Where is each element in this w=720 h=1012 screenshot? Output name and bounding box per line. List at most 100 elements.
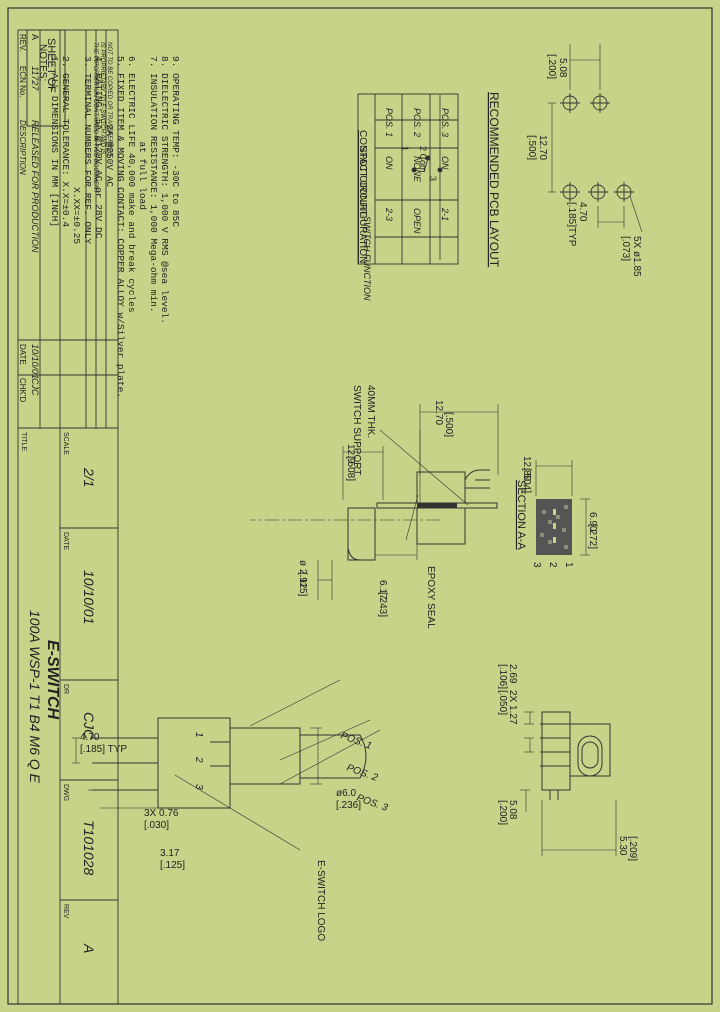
side-dim-1270: 12.70: [433, 400, 444, 425]
pcb-dim-470-in: [.185]TYP: [566, 202, 577, 247]
notes-header: NOTES:: [37, 44, 48, 81]
right-dim-269: 2.69: [507, 664, 518, 684]
pcb-dim-470: 4.70: [577, 202, 588, 222]
note-line-6: 2A @250V AC: [104, 56, 115, 187]
front-dim-076: 3X 0.76: [144, 808, 179, 819]
dr-value: CJC: [81, 712, 97, 740]
side-dim-129: 12.9: [345, 444, 356, 464]
sheet-of-text: SHEET OF: [45, 38, 57, 93]
notes-block: NOTES: 1. ALL DIMENSIONS IN MM [INCH] 2.…: [37, 44, 181, 398]
pcb-holes-callout: 5X ø1.85: [631, 236, 642, 277]
note-line-4: 3. TERMINAL NUMBERS FOR REF. ONLY: [82, 56, 93, 244]
front-view: [72, 679, 381, 851]
table-col-pos1: POS. 1: [384, 108, 394, 137]
dr-label: DR: [62, 684, 69, 694]
e-switch-logo: E-SWITCH: [44, 640, 61, 720]
tb-rev-label: REV: [62, 904, 69, 919]
sheet-border: [7, 7, 713, 1005]
front-pos2: POS. 2: [345, 762, 379, 784]
rev-value: A: [30, 34, 40, 40]
front-dim-470-in: [.185] TYP: [80, 744, 127, 755]
scale-value: 2/1: [81, 467, 97, 487]
support-thk-label: 40MM THK.: [365, 385, 376, 438]
spdt-com-label: 2 Com.: [418, 146, 428, 175]
pcb-dim-1270-in: [.500]: [526, 135, 537, 160]
desc-value: RELEASED FOR PRODUCTION: [30, 120, 40, 253]
front-dim-076-in: [.030]: [144, 820, 169, 831]
table-cell-on-3: ON: [440, 156, 450, 170]
side-dim-292: ø 2.92: [297, 560, 308, 589]
note-line-2: 2. GENERAL TOLERANCE: X.X=±0.4: [60, 56, 71, 227]
front-t3: 3: [193, 784, 204, 790]
chkd-value: CJC: [30, 378, 40, 396]
title-block: [17, 427, 119, 1005]
ecn-value: 11727: [30, 66, 40, 91]
spdt-t1: 1: [400, 146, 410, 151]
dwg-value: T101028: [81, 820, 97, 875]
right-dim-530-in: [.209]: [627, 836, 638, 861]
desc-label: DESCRIPTION: [18, 120, 27, 175]
title-value: 100A WSP-1 T1 B4 M6 Q E: [27, 610, 43, 784]
right-dim-269-in: [.106]: [497, 664, 508, 689]
section-dim-690: 6.90: [587, 512, 598, 532]
table-col-pos3: POS. 3: [440, 108, 450, 137]
front-dim-60-in: [.236]: [336, 800, 361, 811]
right-dim-127-in: [.050]: [497, 690, 508, 715]
tb-rev-value: A: [81, 943, 97, 953]
side-dim-1270-in: [.500]: [443, 412, 454, 437]
note-line-10: 7. INSULATION RESISTANCE: 1,000 Mega-ohm…: [148, 56, 159, 313]
table-header: SWITCH FUNCTION: [362, 216, 372, 301]
front-dim-470: 4.70: [80, 732, 100, 743]
spdt-symbol: [411, 155, 443, 173]
right-dim-127: 2X 1.27: [507, 690, 518, 725]
table-cell-open: OPEN: [412, 208, 422, 234]
epoxy-seal-marks: [417, 503, 457, 508]
front-dim-60: ø6.0: [336, 788, 356, 799]
section-a-a: [535, 460, 590, 556]
front-dim-317: 3.17: [160, 848, 180, 859]
front-logo-note: E-SWITCH LOGO: [315, 860, 326, 941]
front-pos1: POS. 1: [339, 730, 373, 751]
front-t2: 2: [193, 756, 204, 763]
table-cell-2-3: 2-3: [384, 207, 394, 221]
spdt-subtitle: CONTACT CONFIGURATION: [357, 130, 368, 263]
spdt-t3: 3: [428, 176, 438, 181]
right-dim-508-in: [.200]: [497, 800, 508, 825]
pcb-dim-508: 5.08: [557, 58, 568, 78]
pcb-dim-1270: 12.70: [537, 135, 548, 160]
switch-function-table: [357, 93, 459, 265]
tb-date-label: DATE: [62, 532, 69, 550]
proprietary-1: THE INFORMATION CONTAINED IN THIS DOCUME…: [92, 42, 98, 194]
section-texture: [540, 505, 568, 549]
pcb-dim-508-in: [.200]: [546, 54, 557, 79]
note-line-9: at full load: [137, 56, 148, 210]
side-view: [250, 404, 499, 600]
front-dim-317-in: [.125]: [160, 860, 185, 871]
rev-label: REV.: [18, 34, 27, 52]
side-dim-129-in: [.508]: [345, 456, 356, 481]
front-t1: 1: [193, 732, 204, 738]
spdt-title: SPDT CIRCUIT: [357, 146, 368, 216]
note-line-3: X.XX=±0.25: [71, 56, 82, 244]
note-line-12: 9. OPERATING TEMP: -30C to 85C: [170, 56, 181, 227]
right-dim-508: 5.08: [507, 800, 518, 820]
chkd-label: CHK'D: [18, 378, 27, 402]
scale-label: SCALE: [62, 432, 69, 455]
rev-date-value: 10/10/01: [30, 344, 40, 379]
section-dim-690-in: [.272]: [587, 524, 598, 549]
pcb-holes-callout-in: [.073]: [620, 236, 631, 261]
ecn-label: ECN No.: [18, 66, 27, 98]
dwg-label: DWG: [62, 784, 69, 801]
side-dim-292-in: [.115]: [297, 572, 308, 596]
right-dim-530: 5.30: [617, 836, 628, 856]
rev-date-label: DATE: [18, 344, 27, 365]
table-cell-on-1: ON: [384, 156, 394, 170]
note-line-1: 1. ALL DIMENSIONS IN MM [INCH]: [49, 56, 60, 227]
right-side-view: [520, 711, 617, 856]
pcb-layout: [439, 44, 643, 260]
note-line-8: 6. ELECTRIC LIFE 40,000 make and break c…: [126, 56, 137, 313]
epoxy-seal-label: EPOXY SEAL: [425, 566, 436, 629]
note-line-11: 8. DIELECTRIC STRENGTH: 1,000 V RMS @sea…: [159, 56, 170, 324]
pcb-layout-title: RECOMMENDED PCB LAYOUT: [487, 92, 501, 268]
